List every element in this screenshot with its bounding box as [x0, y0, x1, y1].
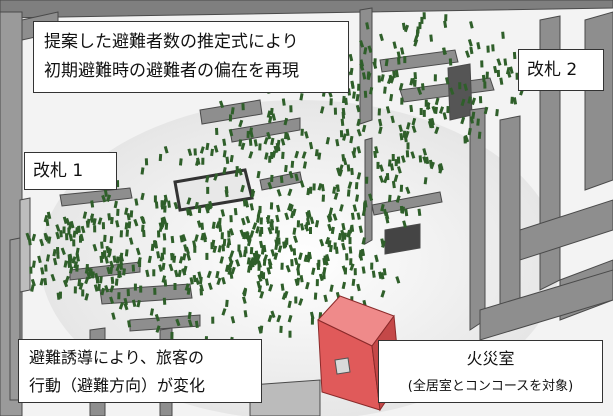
fire-room-title: 火災室: [466, 349, 515, 368]
gate2-label: 改札 2: [518, 49, 604, 91]
gate1-label: 改札 1: [24, 152, 117, 190]
guidance-callout-line1: 避難誘導により、旅客の: [29, 348, 205, 367]
fire-room-subtitle: (全居室とコンコースを対象): [407, 379, 574, 394]
gate1-label-text: 改札 1: [33, 161, 84, 181]
evacuee-agents: [25, 12, 527, 345]
guidance-callout-line2: 行動（避難方向）が変化: [29, 376, 206, 395]
estimation-callout: 提案した避難者数の推定式により 初期避難時の避難者の偏在を再現: [33, 21, 349, 93]
guidance-callout: 避難誘導により、旅客の 行動（避難方向）が変化: [18, 339, 262, 403]
estimation-callout-line1: 提案した避難者数の推定式により: [44, 32, 299, 52]
fire-room-callout: 火災室 (全居室とコンコースを対象): [378, 340, 603, 403]
estimation-callout-line2: 初期避難時の避難者の偏在を再現: [44, 61, 299, 81]
gate2-label-text: 改札 2: [527, 60, 578, 80]
